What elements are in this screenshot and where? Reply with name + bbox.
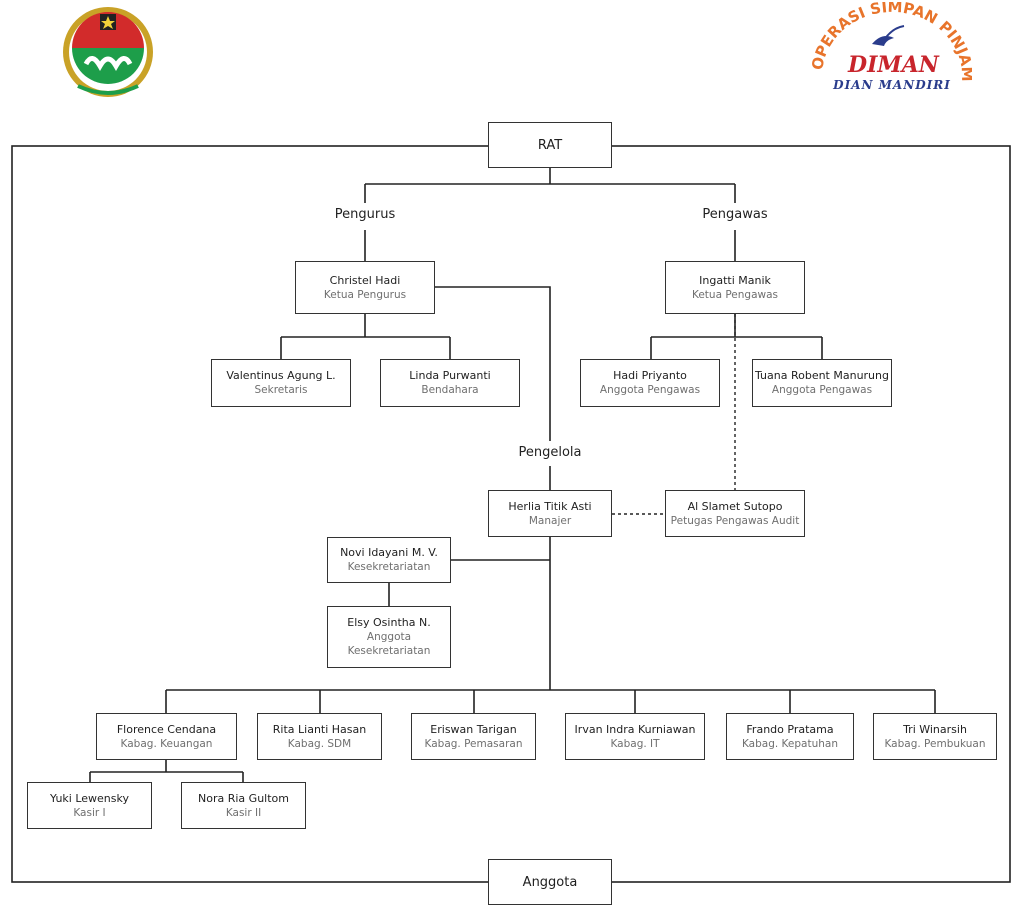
node-frando: Frando Pratama Kabag. Kepatuhan xyxy=(726,713,854,760)
section-pengawas: Pengawas xyxy=(699,207,771,222)
node-name: Ingatti Manik xyxy=(699,273,771,287)
node-name: Tuana Robent Manurung xyxy=(754,369,889,382)
node-novi: Novi Idayani M. V. Kesekretariatan xyxy=(327,537,451,583)
logo-wordmark: DIMAN xyxy=(848,52,939,78)
node-yuki: Yuki Lewensky Kasir I xyxy=(27,782,152,829)
node-name: Valentinus Agung L. xyxy=(226,369,336,382)
node-ingatti: Ingatti Manik Ketua Pengawas xyxy=(665,261,805,314)
koperasi-indonesia-emblem-icon xyxy=(63,7,153,97)
node-role: Kabag. IT xyxy=(610,737,660,750)
node-role: Kabag. Pemasaran xyxy=(424,737,523,750)
node-christel: Christel Hadi Ketua Pengurus xyxy=(295,261,435,314)
node-role: Kesekretariatan xyxy=(347,561,431,573)
node-role: Kabag. SDM xyxy=(287,737,352,750)
node-tuana: Tuana Robent Manurung Anggota Pengawas xyxy=(752,359,892,407)
node-name: Al Slamet Sutopo xyxy=(687,499,783,513)
node-role: Bendahara xyxy=(421,384,479,396)
node-name: Novi Idayani M. V. xyxy=(340,546,438,559)
node-eriswan: Eriswan Tarigan Kabag. Pemasaran xyxy=(411,713,536,760)
anggota-label: Anggota xyxy=(522,874,578,890)
node-role: Anggota Pengawas xyxy=(599,384,701,396)
section-pengurus: Pengurus xyxy=(331,207,399,222)
node-irvan: Irvan Indra Kurniawan Kabag. IT xyxy=(565,713,705,760)
node-name: Irvan Indra Kurniawan xyxy=(574,722,696,736)
node-role: Sekretaris xyxy=(254,384,308,396)
node-name: Elsy Osintha N. xyxy=(347,616,431,629)
ksp-arc-text-graphic: KOPERASI SIMPAN PINJAM xyxy=(812,2,972,82)
node-valentinus: Valentinus Agung L. Sekretaris xyxy=(211,359,351,407)
dove-logo-icon xyxy=(872,25,905,46)
node-role: Kabag. Keuangan xyxy=(120,737,213,750)
node-role-line1: Anggota xyxy=(366,631,412,643)
node-role: Ketua Pengawas xyxy=(691,288,779,301)
node-role-line2: Kesekretariatan xyxy=(347,645,431,657)
node-name: Eriswan Tarigan xyxy=(430,722,517,736)
node-role: Manajer xyxy=(528,514,572,527)
node-name: Florence Cendana xyxy=(116,722,217,736)
node-name: Hadi Priyanto xyxy=(613,369,687,382)
section-pengelola: Pengelola xyxy=(515,445,585,460)
ksp-diman-logo: KOPERASI SIMPAN PINJAM DIMAN DIAN MANDIR… xyxy=(812,2,972,96)
node-herlia: Herlia Titik Asti Manajer xyxy=(488,490,612,537)
node-role: Kasir II xyxy=(225,806,262,819)
node-florence: Florence Cendana Kabag. Keuangan xyxy=(96,713,237,760)
node-name: Rita Lianti Hasan xyxy=(272,722,367,736)
node-role: Anggota Pengawas xyxy=(771,384,873,396)
node-role: Ketua Pengurus xyxy=(323,288,407,301)
node-name: Linda Purwanti xyxy=(409,369,491,382)
rat-box: RAT xyxy=(488,122,612,168)
node-name: Frando Pratama xyxy=(746,722,834,736)
node-hadi: Hadi Priyanto Anggota Pengawas xyxy=(580,359,720,407)
node-role: Kabag. Kepatuhan xyxy=(741,737,838,750)
node-linda: Linda Purwanti Bendahara xyxy=(380,359,520,407)
anggota-box: Anggota xyxy=(488,859,612,905)
node-elsy: Elsy Osintha N. Anggota Kesekretariatan xyxy=(327,606,451,668)
node-nora: Nora Ria Gultom Kasir II xyxy=(181,782,306,829)
node-rita: Rita Lianti Hasan Kabag. SDM xyxy=(257,713,382,760)
node-name: Herlia Titik Asti xyxy=(508,499,592,513)
node-role: Kasir I xyxy=(73,806,106,819)
connector-pengurus-pengelola xyxy=(434,286,551,441)
node-role: Petugas Pengawas Audit xyxy=(670,514,800,527)
node-name: Yuki Lewensky xyxy=(49,791,129,805)
node-tri: Tri Winarsih Kabag. Pembukuan xyxy=(873,713,997,760)
node-role: Kabag. Pembukuan xyxy=(884,737,986,750)
node-alslamet: Al Slamet Sutopo Petugas Pengawas Audit xyxy=(665,490,805,537)
node-name: Christel Hadi xyxy=(329,273,401,287)
node-name: Nora Ria Gultom xyxy=(198,791,289,805)
rat-label: RAT xyxy=(537,137,563,153)
node-name: Tri Winarsih xyxy=(903,722,967,736)
logo-subtitle: DIAN MANDIRI xyxy=(833,78,951,92)
